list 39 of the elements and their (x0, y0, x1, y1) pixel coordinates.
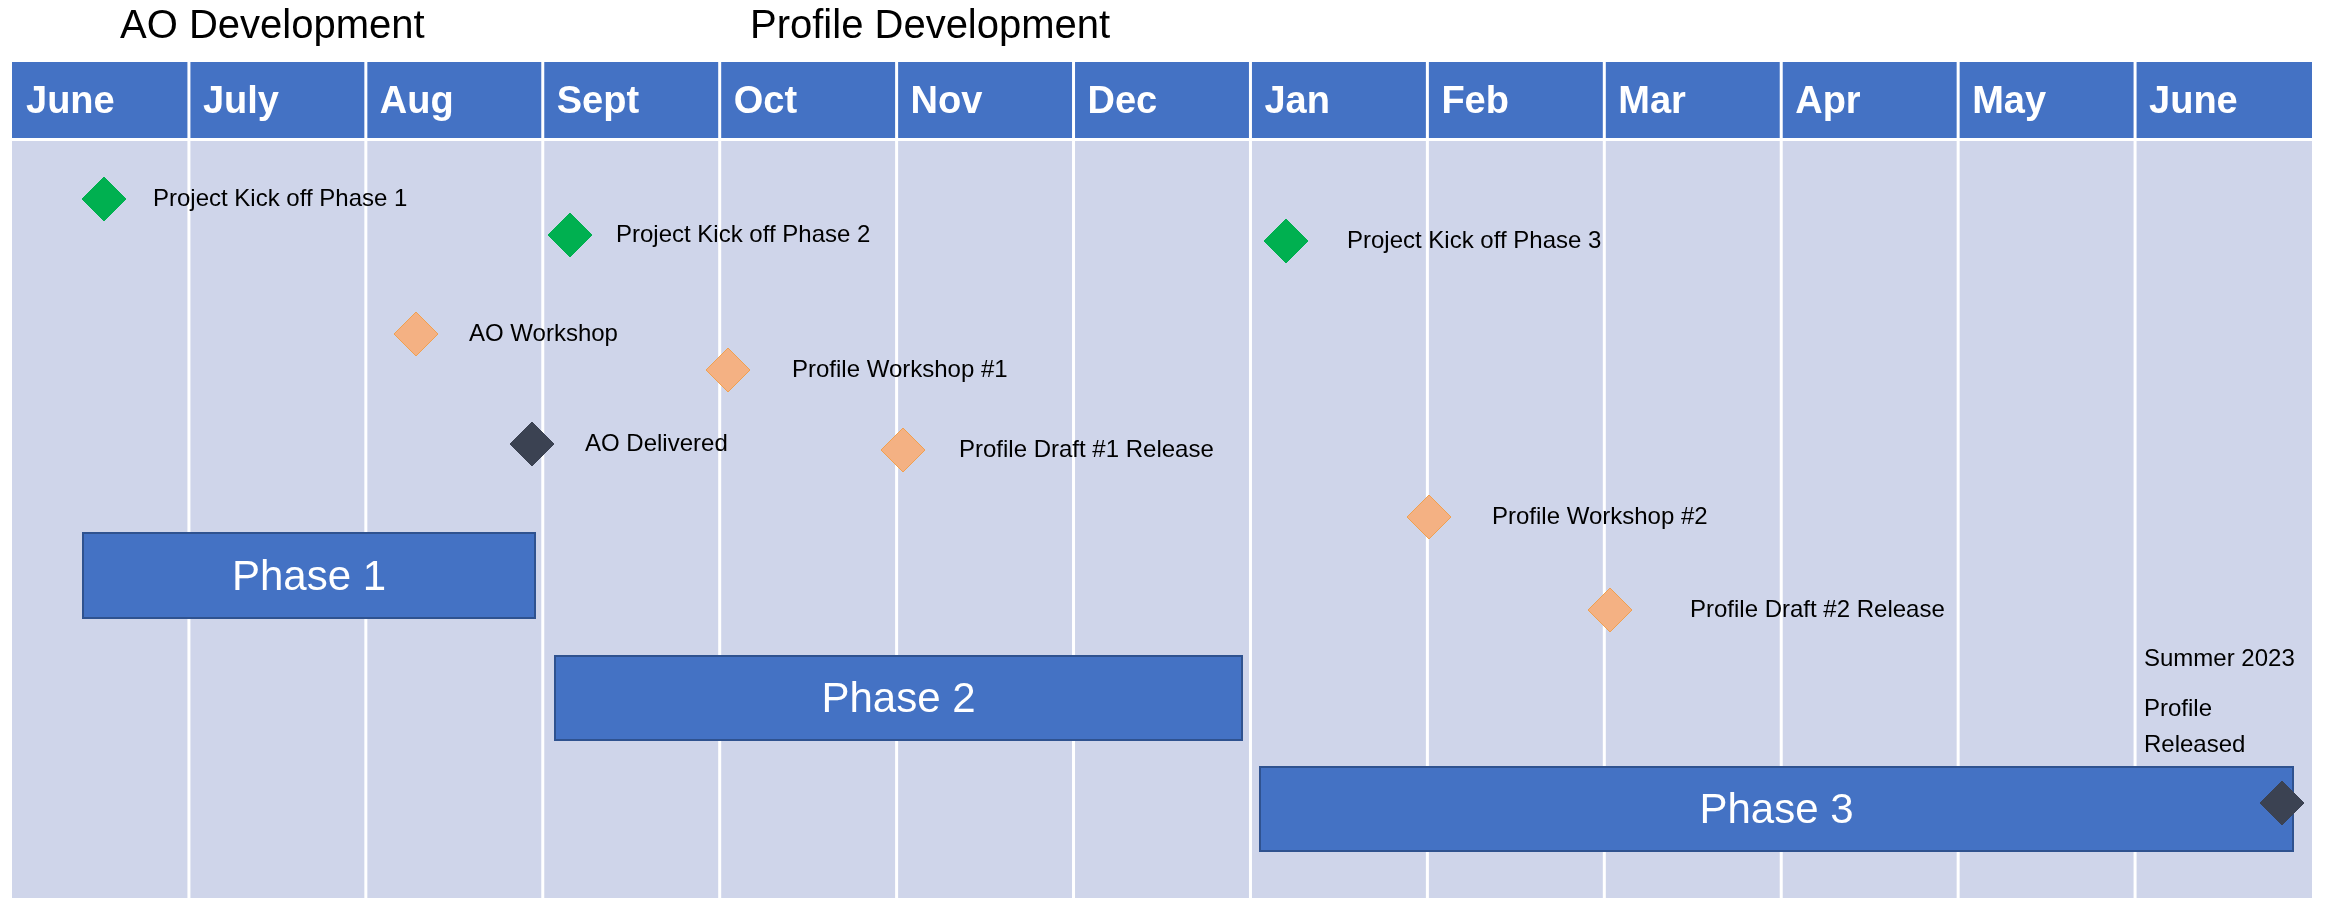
phase-bar: Phase 3 (1259, 766, 2294, 852)
milestone-diamond (393, 311, 439, 357)
milestone-label: Profile Workshop #1 (792, 355, 1008, 383)
milestone-diamond (1263, 218, 1309, 264)
milestone-diamond (880, 427, 926, 473)
month-label: Nov (910, 78, 983, 123)
month-label: June (2149, 78, 2238, 123)
milestone-label: AO Workshop (469, 319, 618, 347)
phase-bar: Phase 1 (82, 532, 536, 619)
section-title: Profile Development (750, 2, 1111, 47)
month-label: Feb (1441, 78, 1509, 123)
month-label: Dec (1087, 78, 1158, 123)
milestone-label: Profile Draft #2 Release (1690, 595, 1945, 623)
milestone-diamond (1587, 587, 1633, 633)
milestone-label: Project Kick off Phase 1 (153, 184, 408, 212)
month-label: Apr (1795, 78, 1861, 123)
milestone-label: Project Kick off Phase 2 (616, 220, 871, 248)
section-title: AO Development (120, 2, 425, 47)
phase-bar: Phase 2 (554, 655, 1243, 741)
milestone-diamond (705, 347, 751, 393)
milestone-diamond (509, 421, 555, 467)
milestone-diamond (2259, 780, 2305, 826)
month-label: Jan (1264, 78, 1330, 123)
month-label: June (26, 78, 115, 123)
milestone-label: Profile Draft #1 Release (959, 435, 1214, 463)
month-label: May (1972, 78, 2047, 123)
month-label: July (202, 78, 279, 123)
milestone-diamond (1406, 494, 1452, 540)
note-text: Profile Released (2144, 693, 2247, 759)
note-text: Summer 2023 (2144, 643, 2296, 673)
milestone-diamond (81, 176, 127, 222)
milestone-label: Project Kick off Phase 3 (1347, 226, 1602, 254)
month-label: Oct (733, 78, 798, 123)
milestone-label: AO Delivered (585, 429, 728, 457)
month-label: Sept (556, 78, 640, 123)
month-label: Aug (379, 78, 454, 123)
milestone-diamond (547, 212, 593, 258)
milestone-label: Profile Workshop #2 (1492, 502, 1708, 530)
month-label: Mar (1618, 78, 1686, 123)
